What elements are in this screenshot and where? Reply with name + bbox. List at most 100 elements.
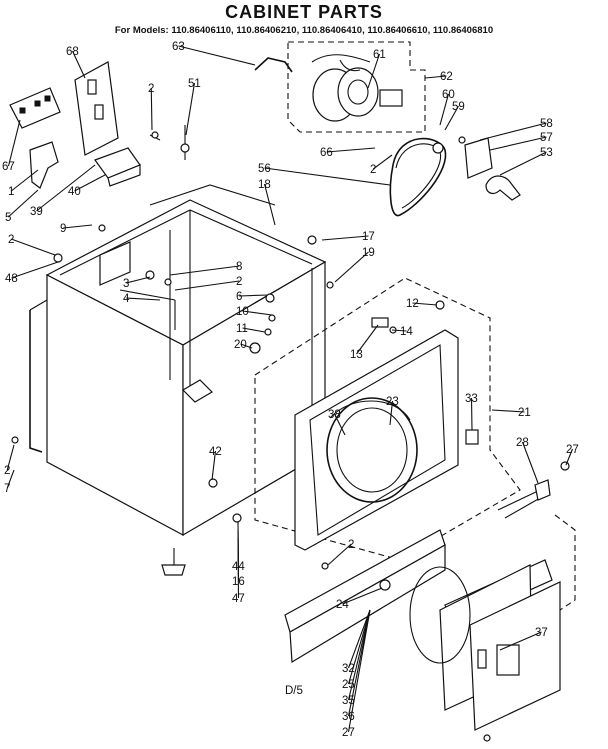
- leader-20: [240, 343, 253, 349]
- leader-2: [327, 543, 352, 566]
- leader-66: [326, 147, 376, 153]
- leader-47: [237, 537, 240, 599]
- leader-2: [11, 238, 56, 256]
- leader-14: [391, 329, 407, 332]
- callout-14: 14: [400, 326, 413, 338]
- leader-2: [174, 280, 240, 291]
- leader-62: [424, 75, 447, 79]
- callout-27: 27: [342, 727, 355, 739]
- leader-56: [264, 167, 391, 186]
- callout-11: 11: [236, 323, 248, 335]
- leader-61: [367, 53, 381, 89]
- callout-8: 8: [236, 261, 242, 273]
- callout-62: 62: [440, 71, 453, 83]
- callout-25: 25: [342, 679, 355, 691]
- callout-38: 38: [328, 409, 341, 421]
- leader-37: [499, 631, 542, 651]
- callout-13: 13: [350, 349, 363, 361]
- callout-36: 36: [342, 711, 355, 723]
- callout-53: 53: [540, 147, 553, 159]
- callout-2: 2: [8, 234, 14, 246]
- callout-21: 21: [518, 407, 531, 419]
- leader-48: [11, 261, 59, 279]
- callout-68: 68: [66, 46, 79, 58]
- leader-2: [150, 87, 153, 131]
- callout-58: 58: [540, 118, 553, 130]
- leader-25: [347, 609, 371, 685]
- leader-28: [521, 441, 539, 484]
- leader-58: [479, 122, 547, 141]
- leader-39: [36, 164, 96, 212]
- callout-18: 18: [258, 179, 271, 191]
- callout-39: 39: [30, 206, 43, 218]
- leader-7: [6, 469, 15, 489]
- callout-2: 2: [4, 465, 10, 477]
- motor-assembly: [254, 41, 521, 217]
- callout-16: 16: [232, 576, 245, 588]
- leader-18: [263, 183, 276, 226]
- callout-2: 2: [348, 539, 354, 551]
- callout-57: 57: [540, 132, 553, 144]
- leader-40: [74, 174, 106, 192]
- leader-17: [321, 235, 369, 241]
- leader-53: [499, 151, 547, 176]
- callout-51: 51: [188, 78, 201, 90]
- callout-40: 40: [68, 186, 81, 198]
- cabinet-body: [29, 184, 327, 537]
- leader-38: [334, 413, 346, 436]
- callout-1: 1: [8, 186, 14, 198]
- callout-2: 2: [148, 83, 154, 95]
- leader-13: [356, 324, 379, 355]
- leader-1: [10, 169, 39, 192]
- leader-33: [470, 397, 473, 431]
- callout-27: 27: [566, 444, 579, 456]
- hardware-markers: [11, 131, 570, 742]
- callout-17: 17: [362, 231, 375, 243]
- callout-3: 3: [123, 278, 129, 290]
- callout-66: 66: [320, 147, 333, 159]
- leader-4: [126, 297, 161, 301]
- callout-2: 2: [370, 164, 376, 176]
- leader-lines: [6, 45, 574, 733]
- callout-37: 37: [535, 627, 548, 639]
- callout-10: 10: [236, 306, 249, 318]
- leader-21: [491, 409, 525, 413]
- callout-6: 6: [236, 291, 242, 303]
- leader-2: [6, 444, 15, 471]
- callout-47: 47: [232, 593, 245, 605]
- leader-12: [412, 302, 438, 306]
- callout-24: 24: [336, 599, 349, 611]
- callout-9: 9: [60, 223, 66, 235]
- callout-59: 59: [452, 101, 465, 113]
- callout-35: 35: [342, 695, 355, 707]
- leader-60: [439, 93, 450, 126]
- leader-51: [185, 82, 196, 136]
- models-line: For Models: 110.86406110, 110.86406210, …: [115, 25, 493, 36]
- callout-60: 60: [442, 89, 455, 101]
- leader-67: [7, 119, 21, 167]
- callout-19: 19: [362, 247, 375, 259]
- callout-23: 23: [386, 396, 399, 408]
- leader-27: [565, 448, 574, 466]
- door-and-panel: [284, 489, 576, 731]
- callout-12: 12: [406, 298, 419, 310]
- leader-57: [489, 136, 547, 151]
- callout-63: 63: [172, 41, 185, 53]
- leader-2: [372, 154, 393, 170]
- callout-7: 7: [4, 483, 10, 495]
- footer-code: D/5: [285, 685, 303, 697]
- front-bulkhead: [254, 277, 521, 561]
- callout-61: 61: [373, 49, 386, 61]
- leader-10: [242, 310, 273, 316]
- callout-48: 48: [5, 273, 18, 285]
- callout-28: 28: [516, 437, 529, 449]
- callout-4: 4: [123, 293, 130, 305]
- diagram-title: CABINET PARTS: [225, 2, 383, 22]
- leader-59: [444, 105, 459, 131]
- callout-2: 2: [236, 276, 242, 288]
- leader-5: [7, 189, 39, 218]
- leader-6: [239, 294, 269, 297]
- leader-19: [334, 251, 369, 283]
